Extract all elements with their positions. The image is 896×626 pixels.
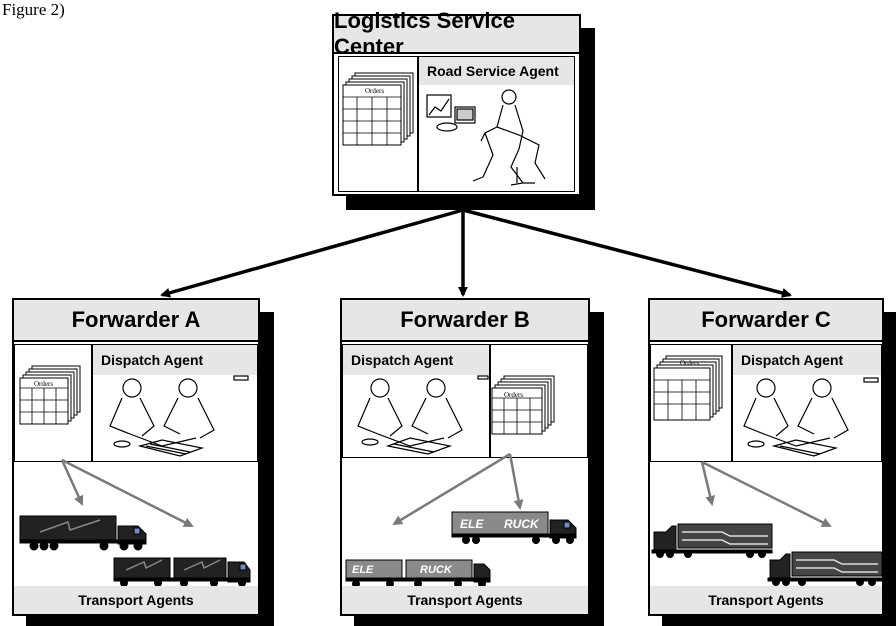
dispatch-agent-label: Dispatch Agent [343,345,489,375]
dispatch-agents-illustration [357,375,489,455]
truck-trailer-icon [113,557,251,587]
forwarder-c-title: Forwarder C [650,300,882,342]
road-service-agent-illustration [426,89,546,186]
service-center-content: Road Service Agent Orders [338,56,575,192]
truck-trailer-icon: ELE RUCK [451,511,577,544]
orders-label: Orders [365,87,385,95]
truck-trailer-icon [19,515,147,551]
logistics-service-center: Logistics Service Center Road Service Ag… [332,8,581,196]
orders-stack-icon [653,355,723,421]
caption-fragment: Figure 2) [2,0,65,19]
transport-agents-label: Transport Agents [650,586,882,614]
arrow-to-forwarder-c [462,208,792,298]
dispatch-agent-label: Dispatch Agent [93,345,257,375]
transport-agents-label: Transport Agents [14,586,258,614]
dispatch-agents-illustration [109,375,249,457]
forwarder-b: Forwarder B Dispatch Agent Orders [340,298,590,616]
truck-label-ele: ELE [352,564,374,576]
forwarder-a-title: Forwarder A [14,300,258,342]
dispatch-arrows [700,460,832,528]
orders-label: Orders [680,359,700,367]
orders-stack-icon [342,72,414,146]
orders-label: Orders [34,380,54,388]
forwarder-c: Forwarder C Dispatch Agent Orders [648,298,884,616]
truck-label-ruck: RUCK [504,517,540,531]
service-center-title: Logistics Service Center [334,8,579,59]
truck-trailer-icon: ELE RUCK [345,559,491,588]
orders-stack-icon [19,365,81,425]
orders-stack-icon [491,375,555,435]
forwarder-a: Forwarder A Dispatch Agent Orders [12,298,260,616]
orders-label: Orders [504,391,524,399]
arrow-to-forwarder-a [160,208,464,298]
forwarder-b-dispatch-box: Dispatch Agent [342,344,588,458]
transport-agents-label: Transport Agents [342,586,588,614]
road-service-agent-label: Road Service Agent [419,57,574,85]
dispatch-arrows [60,458,194,528]
forwarder-b-title: Forwarder B [342,300,588,342]
truck-trailer-icon [651,523,773,558]
truck-label-ruck: RUCK [420,564,453,576]
dispatch-agent-label: Dispatch Agent [733,345,881,375]
dispatch-agents-illustration [743,377,879,457]
dispatch-arrows [392,452,524,526]
truck-trailer-icon [767,551,883,586]
truck-label-ele: ELE [460,517,484,531]
